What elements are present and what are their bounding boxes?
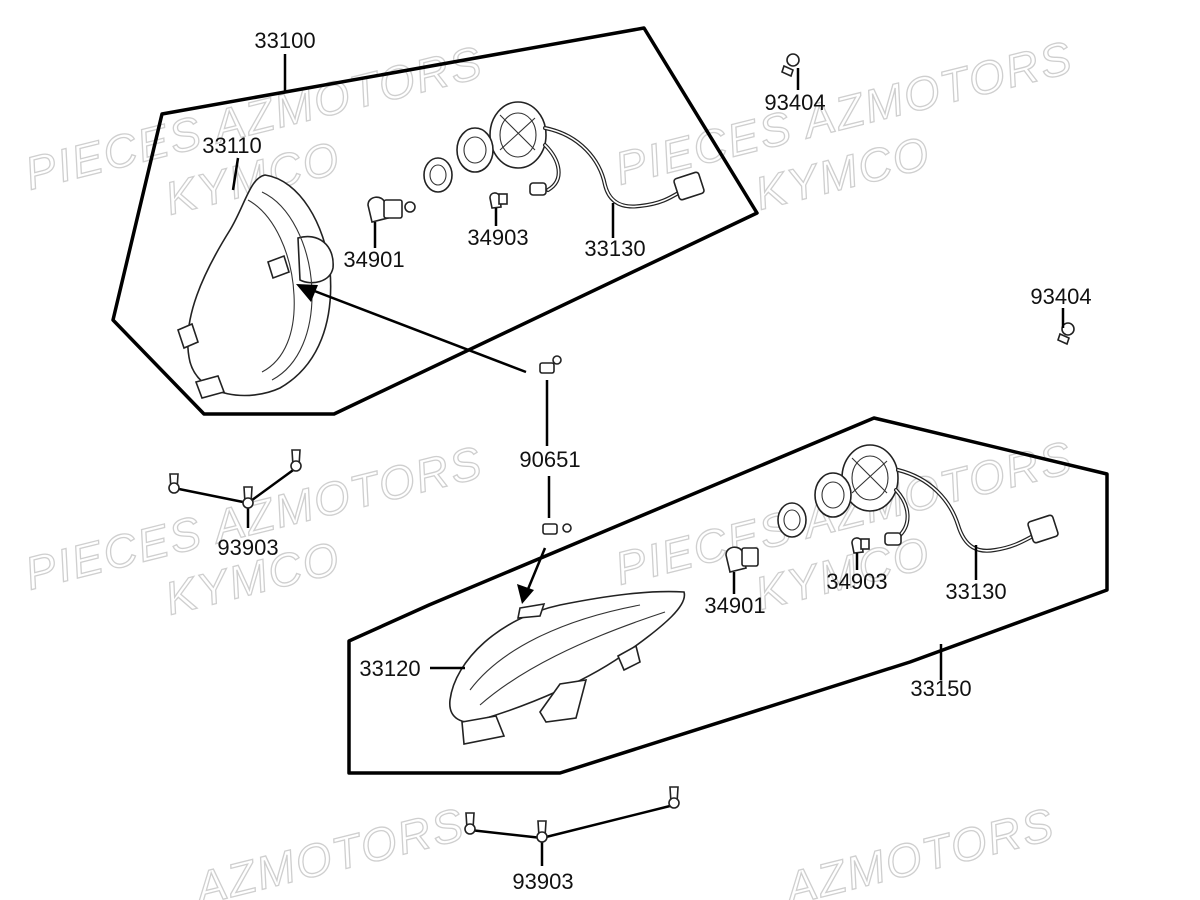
headlight-lens-lower <box>449 590 686 745</box>
bulb-pilot-lower <box>851 537 870 554</box>
label-33150: 33150 <box>910 676 971 701</box>
watermark-text: AZMOTORS <box>777 798 1060 900</box>
arrow-head <box>296 284 318 302</box>
assembly-outline-upper <box>111 26 759 416</box>
label-93404-right: 93404 <box>1030 284 1091 309</box>
label-34901-upper: 34901 <box>343 247 404 272</box>
arrow-head <box>517 584 534 604</box>
label-34903-lower: 34903 <box>826 569 887 594</box>
label-90651: 90651 <box>519 447 580 472</box>
label-33130-lower: 33130 <box>945 579 1006 604</box>
label-33130-upper: 33130 <box>584 236 645 261</box>
label-93903-left: 93903 <box>217 535 278 560</box>
bulb-pilot-upper <box>489 192 508 209</box>
label-33100: 33100 <box>254 28 315 53</box>
label-93903-bottom: 93903 <box>512 869 573 894</box>
label-93404-upper: 93404 <box>764 90 825 115</box>
label-34903-upper: 34903 <box>467 225 528 250</box>
arrow-line <box>524 547 547 595</box>
tapping-screws-bottom <box>464 786 680 866</box>
tapping-screws-left <box>168 449 302 528</box>
screw-part <box>1057 322 1075 346</box>
label-33120: 33120 <box>359 656 420 681</box>
label-33110: 33110 <box>202 133 262 158</box>
leader-line <box>231 157 240 191</box>
assembly-outline-lower <box>347 416 1109 775</box>
watermark-text: AZMOTORS <box>187 798 470 900</box>
adjust-screw-upper <box>539 355 562 374</box>
screw-part <box>781 53 800 78</box>
socket-housing-upper <box>423 101 705 209</box>
bulb-main-upper <box>367 196 416 223</box>
label-34901-lower: 34901 <box>704 593 765 618</box>
bulb-main-lower <box>725 546 759 573</box>
adjust-screw-lower <box>542 523 572 535</box>
headlight-lens-upper <box>177 174 334 399</box>
arrow-line <box>303 285 527 374</box>
socket-housing-lower <box>777 444 1059 553</box>
